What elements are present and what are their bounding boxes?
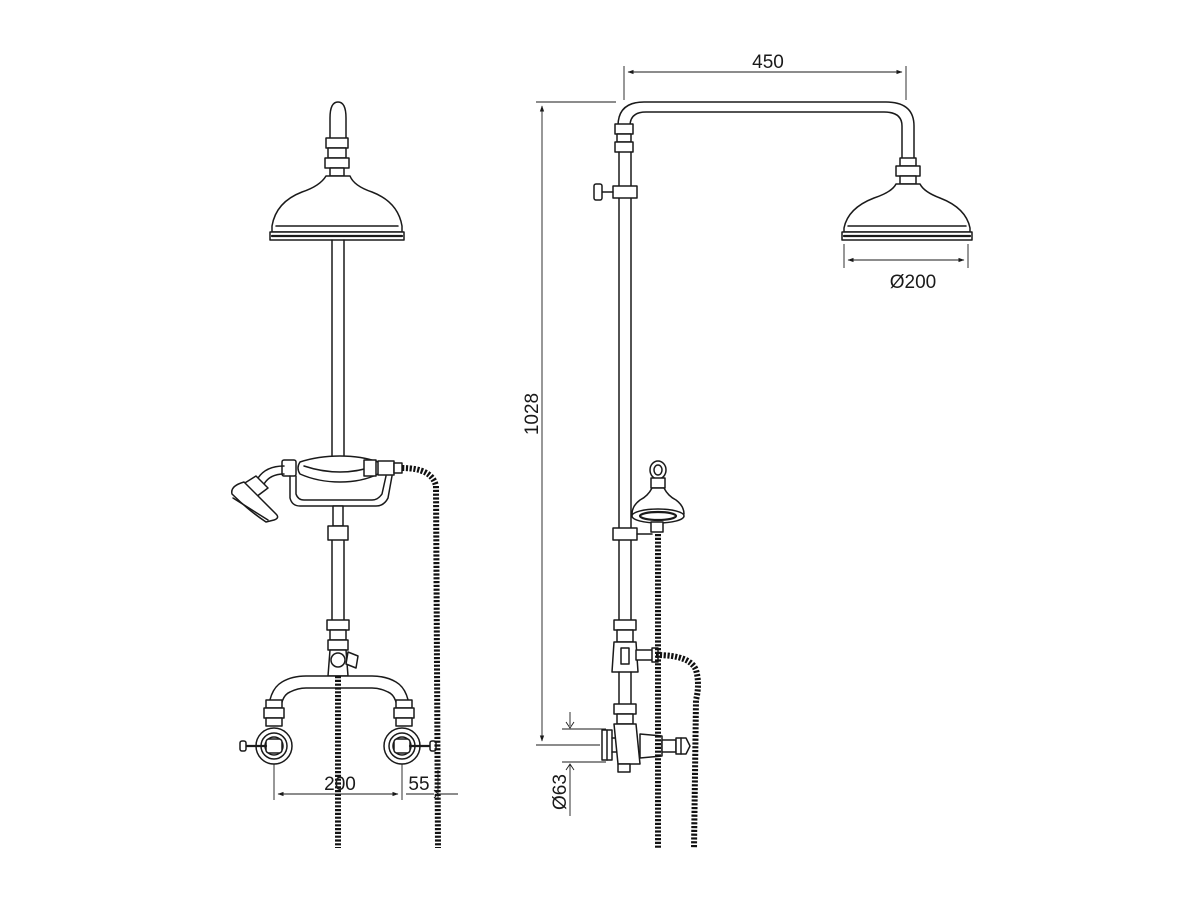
side-riser-pipe <box>618 151 632 621</box>
dim-wall-offset-label: 55 <box>408 774 429 795</box>
dim-head-diameter <box>843 244 969 268</box>
side-mixer-body <box>601 723 691 773</box>
side-shower-head <box>841 157 973 241</box>
front-diverter <box>326 619 359 677</box>
front-hand-shower <box>231 465 285 523</box>
front-flex-hose <box>335 465 441 849</box>
dim-tap-centres <box>273 764 403 800</box>
dim-overall-height <box>536 101 616 746</box>
dim-tap-centres-label: 200 <box>324 774 356 795</box>
dim-overall-height-label: 1028 <box>522 393 543 435</box>
side-slide-bracket <box>612 527 653 541</box>
dim-head-diameter-label: Ø200 <box>890 272 936 293</box>
front-tap-bridge <box>263 675 415 727</box>
side-flex-hose <box>655 534 701 849</box>
dim-arm-reach <box>623 66 907 100</box>
front-view: 200 55 <box>231 101 458 849</box>
side-diverter <box>611 619 659 725</box>
side-overhead-arm <box>614 101 915 159</box>
front-riser-pipe <box>331 239 345 621</box>
front-right-tap <box>383 727 437 765</box>
front-left-tap <box>239 727 293 765</box>
dim-flange-diameter-label: Ø63 <box>550 774 571 810</box>
front-top-swivel <box>324 101 350 177</box>
side-hand-shower <box>631 460 685 533</box>
dim-wall-offset <box>406 770 458 800</box>
front-handset-cradle <box>281 455 403 541</box>
dim-arm-reach-label: 450 <box>752 52 784 73</box>
side-view: 450 Ø200 1028 Ø63 <box>522 52 973 849</box>
dim-flange-diameter <box>562 712 606 816</box>
front-shower-head <box>269 175 405 241</box>
side-arm-clamp <box>593 183 638 201</box>
